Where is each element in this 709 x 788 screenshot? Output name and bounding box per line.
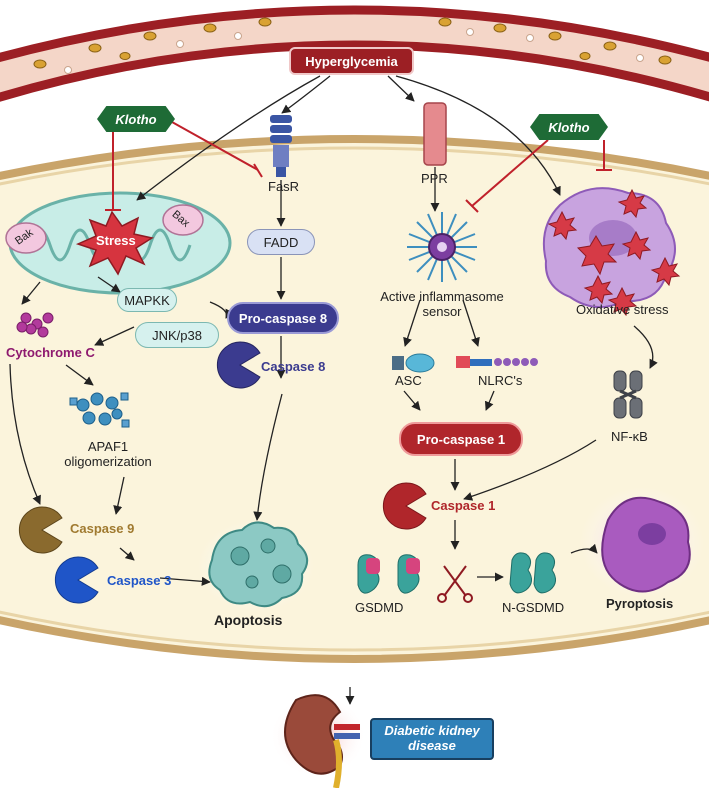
diabetic-kidney-disease-box: Diabetic kidney disease xyxy=(370,718,494,760)
caspase3-label: Caspase 3 xyxy=(107,573,172,588)
pyroptotic-cell-icon xyxy=(580,487,704,597)
stress-label: Stress xyxy=(96,233,136,248)
gsdmd-icon xyxy=(357,554,420,594)
cytochrome-c-icon xyxy=(16,312,54,338)
fadd-box: FADD xyxy=(247,229,315,255)
klotho-left-box: Klotho xyxy=(97,106,175,132)
inflammasome-label: Active inflammasome sensor xyxy=(380,289,504,319)
apoptosis-label: Apoptosis xyxy=(214,612,283,628)
bak-protein xyxy=(5,222,47,254)
cytochrome-c-label: Cytochrome C xyxy=(6,345,95,360)
caspase3-icon xyxy=(54,556,99,604)
fasr-receptor-icon xyxy=(270,115,292,177)
apaf1-oligomer-icon xyxy=(69,392,130,428)
asc-icon xyxy=(392,353,435,373)
mapkk-box: MAPKK xyxy=(117,288,177,312)
caspase1-icon xyxy=(382,482,427,530)
asc-label: ASC xyxy=(395,373,422,388)
jnk-p38-box: JNK/p38 xyxy=(135,322,219,348)
nfkb-label: NF-κB xyxy=(611,429,648,444)
oxidative-stress-label: Oxidative stress xyxy=(576,302,669,317)
fasr-label: FasR xyxy=(268,179,300,194)
klotho-right-box: Klotho xyxy=(530,114,608,140)
blood-vessel xyxy=(0,5,709,102)
gsdmd-label: GSDMD xyxy=(355,600,404,615)
ppr-receptor-icon xyxy=(423,102,447,166)
inflammasome-sensor-icon xyxy=(407,212,477,282)
hyperglycemia-box: Hyperglycemia xyxy=(289,47,414,75)
nlrc-icon xyxy=(456,356,538,368)
kidney-icon xyxy=(270,694,366,788)
n-gsdmd-label: N-GSDMD xyxy=(502,600,565,615)
pyroptosis-label: Pyroptosis xyxy=(606,596,674,611)
apaf1-label: APAF1 oligomerization xyxy=(64,439,152,469)
scissors-icon xyxy=(437,565,473,603)
apoptotic-cell-icon xyxy=(198,520,314,612)
caspase9-label: Caspase 9 xyxy=(70,521,135,536)
pathway-arrows xyxy=(9,75,658,705)
stress-burst-icon xyxy=(75,210,154,276)
bax-protein xyxy=(162,204,204,236)
caspase8-label: Caspase 8 xyxy=(261,359,326,374)
ppr-label: PPR xyxy=(421,171,448,186)
caspase8-icon xyxy=(216,341,261,389)
n-gsdmd-icon xyxy=(509,552,556,594)
pro-caspase8-box: Pro-caspase 8 xyxy=(227,302,339,334)
pro-caspase1-box: Pro-caspase 1 xyxy=(399,422,523,456)
nfkb-icon xyxy=(613,370,643,419)
caspase1-label: Caspase 1 xyxy=(431,498,496,513)
caspase9-icon xyxy=(18,506,63,554)
nlrc-label: NLRC's xyxy=(478,373,523,388)
o2-radical-icons xyxy=(547,188,681,317)
inhibition-lines xyxy=(105,121,612,213)
